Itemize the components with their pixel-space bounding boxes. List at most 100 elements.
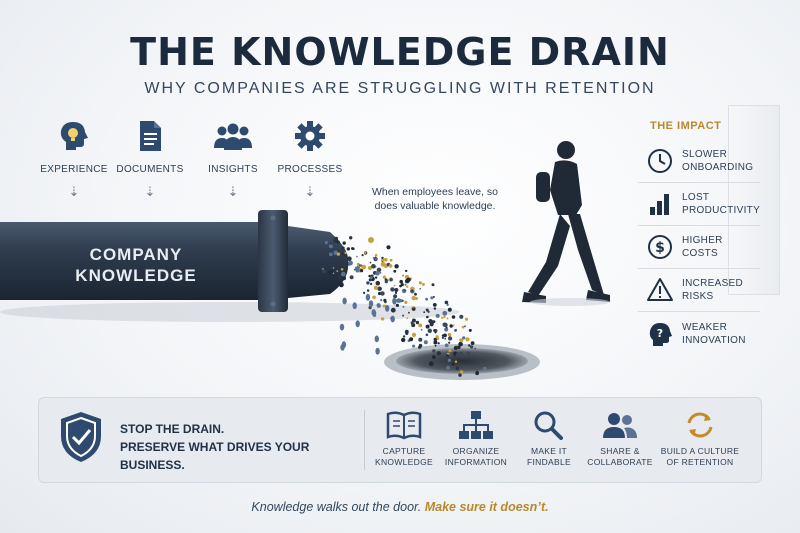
knowledge-particle [411,323,416,328]
people-group-icon [214,123,252,150]
knowledge-particle [347,256,352,262]
knowledge-particle [412,307,416,311]
knowledge-particle [341,282,344,285]
org-chart-icon [459,411,493,439]
knowledge-particle [415,320,420,325]
knowledge-particle [415,297,418,300]
knowledge-particle [425,333,429,337]
impact-label: COSTS [682,248,718,259]
knowledge-particle [333,238,338,243]
knowledge-particle [336,252,341,256]
shield-check-icon [61,412,101,462]
knowledge-particle [434,344,437,347]
knowledge-particle [451,362,455,366]
knowledge-particle [435,335,439,339]
knowledge-particle [378,291,382,296]
knowledge-particle [356,262,360,266]
knowledge-particle [434,331,437,334]
head-lightbulb-icon [60,122,88,150]
knowledge-particle [379,271,382,274]
source-label: PROCESSES [277,164,343,175]
water-drop [375,347,380,355]
knowledge-particle [384,280,388,284]
knowledge-particle [349,275,354,280]
impact-label: WEAKER [682,321,728,333]
knowledge-particle [353,268,356,271]
knowledge-particle [432,349,436,353]
callout-dot [368,237,374,243]
knowledge-particle [418,323,423,328]
pipe-label-line: COMPANY [89,245,183,264]
knowledge-particle [458,341,463,347]
knowledge-particle [404,300,408,304]
action-label: COLLABORATE [587,457,653,468]
arrow-down-icon: ⇣ [68,184,80,199]
stop-line: STOP THE DRAIN. [120,422,225,436]
arrow-down-icon: ⇣ [304,184,316,199]
knowledge-particle [363,291,366,294]
head-question-icon: ? [649,322,672,346]
knowledge-particle [436,351,441,356]
knowledge-particle [346,247,350,251]
knowledge-particle [375,270,380,276]
knowledge-particle [338,274,343,279]
impact-label: INNOVATION [682,334,746,346]
knowledge-particle [425,297,428,301]
source-label: EXPERIENCE [40,164,108,175]
knowledge-particle [374,258,377,261]
knowledge-particle [390,287,395,292]
knowledge-particle [324,241,328,245]
knowledge-particle [409,337,414,342]
action-label: ORGANIZE [452,446,500,456]
knowledge-particle [399,279,404,284]
knowledge-particle [336,270,339,272]
water-drop [340,344,345,351]
knowledge-particle [403,289,406,292]
pipe-body [0,222,270,300]
action-label: SHARE & [600,446,640,456]
knowledge-particle [399,284,402,288]
knowledge-particle [464,317,469,321]
knowledge-particle [389,258,393,262]
tagline: Knowledge walks out the door. Make sure … [0,500,800,514]
knowledge-particle [372,295,376,300]
drain-grate [396,348,528,374]
knowledge-particle [418,281,422,285]
knowledge-particle [321,267,325,271]
knowledge-particle [383,257,388,262]
knowledge-particle [468,344,471,347]
divider [364,410,365,470]
knowledge-particle [441,336,445,339]
knowledge-particle [446,365,450,370]
knowledge-particle [447,307,452,312]
knowledge-particle [373,285,378,290]
knowledge-particle [402,305,405,308]
knowledge-particle [402,335,406,338]
knowledge-particle [328,270,334,275]
knowledge-particle [395,303,399,307]
impact-label: ONBOARDING [682,162,754,173]
knowledge-particle [445,354,450,358]
knowledge-particle [380,261,386,267]
knowledge-particle [356,265,360,269]
knowledge-particle [402,314,405,317]
source-label: DOCUMENTS [116,164,184,175]
knowledge-particle [349,236,353,240]
knowledge-particle [423,340,428,345]
water-drop [374,335,379,343]
knowledge-particle [426,315,429,319]
knowledge-particle [452,324,455,327]
pipe-flange [258,210,288,312]
knowledge-particle [433,307,437,310]
knowledge-particle [348,260,353,266]
knowledge-particle [447,332,452,337]
impact-label: HIGHER [682,235,723,246]
magnifier-icon [534,411,563,440]
arrow-down-icon: ⇣ [144,184,156,199]
action-label: FINDABLE [527,457,571,468]
knowledge-particle [404,283,407,286]
knowledge-particle [482,366,487,371]
knowledge-particle [451,315,456,319]
